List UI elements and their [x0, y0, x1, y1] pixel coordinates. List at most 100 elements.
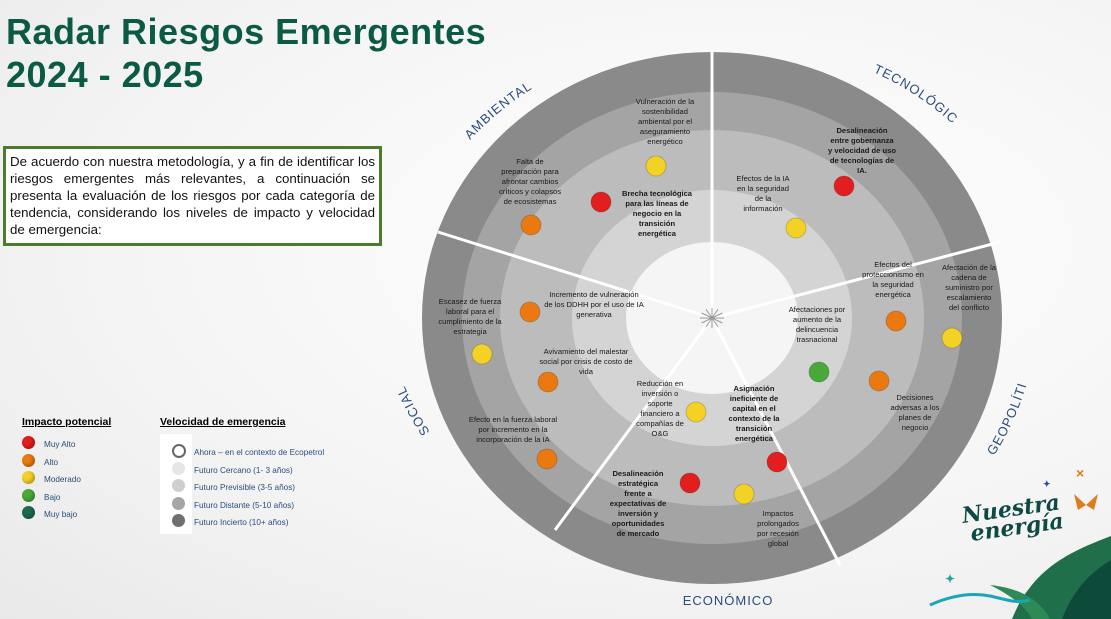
risk-label-line: global	[768, 539, 789, 548]
legend-impact-item: Bajo	[22, 488, 152, 507]
risk-label-line: transición	[639, 219, 676, 228]
risk-label-line: Falta de	[516, 157, 543, 166]
risk-label-line: Afectaciones por	[789, 305, 846, 314]
risk-label-line: laboral para el	[446, 307, 494, 316]
risk-label-line: incorporación de la IA	[476, 435, 550, 444]
center-star-line	[705, 317, 713, 327]
risk-label-line: Desalineación	[836, 126, 887, 135]
center-star-line	[705, 309, 713, 319]
risk-label-line: de los DDHH por el uso de IA	[544, 300, 645, 309]
risk-marker-moderado	[733, 483, 755, 505]
risk-label-line: Efectos del	[874, 260, 912, 269]
risk-label-line: planes de	[899, 413, 932, 422]
radar-spokes	[437, 52, 1001, 566]
risk-label-line: Escasez de fuerza	[439, 297, 502, 306]
center-star-line	[711, 317, 719, 327]
risk-label-line: trasnacional	[797, 335, 838, 344]
risk-label-line: inversión o	[642, 389, 679, 398]
radar-spoke	[437, 230, 713, 320]
radar-spoke	[711, 240, 1001, 320]
legend-impact-label: Muy Alto	[44, 440, 76, 449]
risk-label-line: Brecha tecnológica	[622, 189, 693, 198]
risk-label-line: aseguramiento	[640, 127, 690, 136]
risk-label-line: social por crisis de costo de	[539, 357, 632, 366]
risk-label-line: entre gobernanza	[830, 136, 894, 145]
risk-label-line: Vulneración de la	[636, 97, 695, 106]
legend-speed-label: Futuro Distante (5-10 años)	[194, 500, 295, 510]
risk-label-line: contexto de la	[728, 414, 780, 423]
risk-label-line: IA.	[857, 166, 867, 175]
risk-label-line: Afectación de la	[942, 263, 997, 272]
legend-speed-swatch	[172, 496, 185, 510]
center-star-line	[701, 312, 713, 319]
legend-speed-swatch	[172, 461, 185, 475]
legend-speed-label: Ahora – en el contexto de Ecopetrol	[194, 448, 325, 457]
risk-marker-moderado	[645, 155, 667, 177]
risk-label-line: preparación para	[501, 167, 559, 176]
risk-label-line: energética	[875, 290, 911, 299]
risk-label-line: negocio	[902, 423, 929, 432]
risk-label-line: energética	[638, 229, 677, 238]
legend-speed-swatch	[172, 514, 185, 527]
risk-label-line: generativa	[576, 310, 612, 319]
risk-label-line: Reducción en	[637, 379, 683, 388]
risk-label-line: cumplimiento de la	[438, 317, 502, 326]
risk-label-line: por incremento en la	[478, 425, 548, 434]
legend-speed-label: Futuro Incierto (10+ años)	[194, 518, 289, 527]
risk-label-line: de ecosistemas	[504, 197, 557, 206]
legend-speed-label: Futuro Previsible (3-5 años)	[194, 483, 296, 492]
leaf-shape	[1062, 560, 1111, 619]
risk-label-line: energético	[647, 137, 682, 146]
risk-marker-muy-alto	[590, 191, 612, 213]
risk-label-line: transición	[736, 424, 773, 433]
legend-impact-item: Moderado	[22, 471, 152, 489]
risk-label-line: ambiental por el	[638, 117, 692, 126]
risk-label-line: financiero a	[640, 409, 680, 418]
risk-label-line: por recesión	[757, 529, 799, 538]
risk-marker-bajo	[808, 361, 830, 383]
risk-label-line: delincuencia	[796, 325, 839, 334]
risk-marker-muy-alto	[833, 175, 855, 197]
risk-marker-moderado	[685, 401, 707, 423]
title-line-2: 2024 - 2025	[6, 54, 204, 95]
risk-label-line: vida	[579, 367, 594, 376]
legend-impact-swatch	[22, 436, 35, 449]
legend-impact-label: Alto	[44, 457, 59, 467]
risk-label-line: de tecnologías de	[830, 156, 894, 165]
risk-label-line: O&G	[652, 429, 669, 438]
risk-marker-moderado	[471, 343, 493, 365]
risk-label-line: de la	[755, 194, 772, 203]
risk-marker-alto	[536, 448, 558, 470]
radar-spoke	[710, 317, 842, 566]
legend-speed-title: Velocidad de emergencia	[160, 416, 286, 428]
intro-text: De acuerdo con nuestra metodología, y a …	[10, 154, 375, 237]
risk-label-line: cadena de	[951, 273, 986, 282]
risk-label-line: Decisiones	[896, 393, 933, 402]
legend-impact-item: Alto	[22, 453, 152, 472]
risk-marker-moderado	[785, 217, 807, 239]
risk-marker-muy-alto	[679, 472, 701, 494]
risk-marker-alto	[519, 301, 541, 323]
risk-label-line: negocio en la	[633, 209, 682, 218]
legend-speed: Velocidad de emergencia Ahora – en el co…	[160, 416, 360, 534]
wave-shape	[929, 592, 1031, 607]
risk-label-line: del conflicto	[949, 303, 989, 312]
legend-impact-title: Impacto potencial	[22, 416, 112, 428]
risk-label-line: capital en el	[732, 404, 775, 413]
risk-label-line: Incremento de vulneración	[549, 290, 639, 299]
center-star-line	[711, 312, 723, 319]
risk-marker-moderado	[941, 327, 963, 349]
legend-impact-swatch	[22, 453, 35, 467]
risk-label-line: soporte	[647, 399, 672, 408]
legend-impact-swatch	[22, 471, 35, 484]
radar-spoke	[553, 317, 714, 531]
